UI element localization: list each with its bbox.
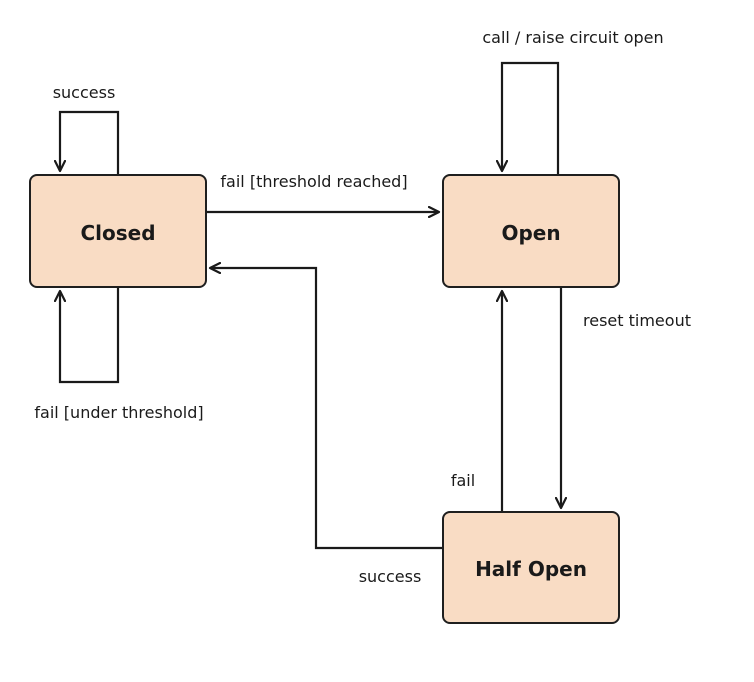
- edge-closed-fail-under-loop: [60, 287, 120, 384]
- edge-closed-success-loop: [60, 110, 120, 175]
- label-open-reset: reset timeout: [583, 311, 691, 330]
- state-closed-box: [29, 174, 207, 288]
- label-closed-success: success: [53, 83, 116, 102]
- state-open-label: Open: [501, 221, 560, 245]
- label-open-call: call / raise circuit open: [482, 28, 663, 47]
- state-open-box: [442, 174, 620, 288]
- label-closed-to-open: fail [threshold reached]: [220, 172, 407, 191]
- edge-half-open-to-closed: [210, 268, 443, 550]
- state-half-open-label: Half Open: [475, 557, 587, 581]
- state-half-open: Half Open: [442, 511, 620, 624]
- state-closed-label: Closed: [80, 221, 155, 245]
- edge-open-call-loop: [502, 61, 560, 175]
- state-closed: Closed: [29, 174, 207, 288]
- label-half-open-success: success: [359, 567, 422, 586]
- label-closed-fail-under: fail [under threshold]: [34, 403, 203, 422]
- label-half-open-fail: fail: [451, 471, 475, 490]
- state-open: Open: [442, 174, 620, 288]
- state-half-open-box: [442, 511, 620, 624]
